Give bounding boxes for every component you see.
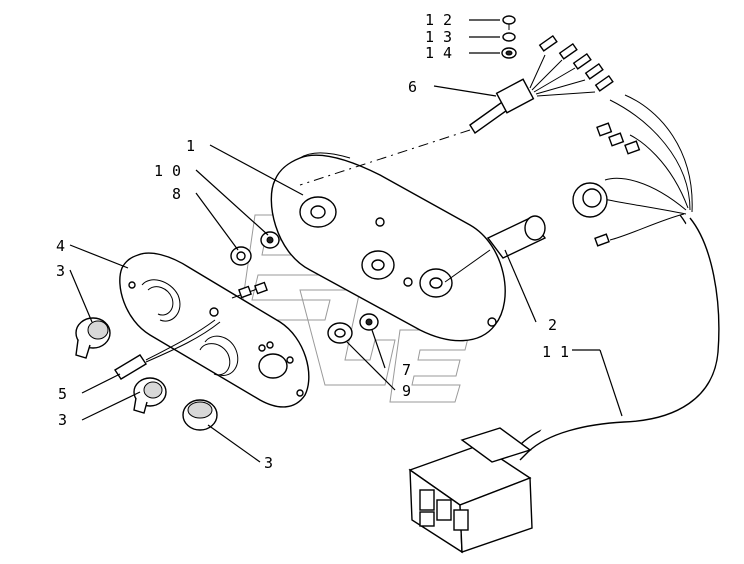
leader-lines	[69, 19, 623, 463]
washer-14	[501, 47, 517, 59]
callout-9: 9	[402, 382, 411, 400]
callout-5: 5	[58, 385, 67, 403]
lamp-socket-lower	[182, 399, 218, 431]
callout-12: 1 2	[425, 11, 452, 29]
callout-1: 1	[186, 137, 195, 155]
multi-pin-connector	[408, 427, 533, 554]
callout-6: 6	[408, 78, 417, 96]
callout-2: 2	[548, 316, 557, 334]
front-panel	[119, 252, 310, 408]
callout-3-middle: 3	[58, 411, 67, 429]
washer-8	[230, 246, 252, 266]
callout-8: 8	[172, 185, 181, 203]
callout-7: 7	[402, 361, 411, 379]
switch	[444, 215, 547, 283]
washer-9	[327, 322, 353, 344]
callout-3-lower: 3	[264, 454, 273, 472]
callout-13: 1 3	[425, 28, 452, 46]
lamp-with-wire	[114, 281, 268, 380]
callout-14: 1 4	[425, 44, 452, 62]
washer-10	[260, 231, 280, 249]
callout-3-upper: 3	[56, 262, 65, 280]
rear-panel	[270, 152, 506, 342]
callout-10: 1 0	[154, 162, 181, 180]
screw-12	[502, 15, 516, 30]
callout-4: 4	[56, 237, 65, 255]
callout-labels: 1 2 3 3 3 4 5 6 7 8 9 1 0 1 1 1 2 1 3 1 …	[56, 11, 569, 472]
sender-6	[299, 34, 614, 186]
lamp-socket-middle	[133, 377, 167, 414]
wiring-harness	[511, 94, 720, 461]
lamp-socket-upper	[75, 317, 111, 359]
callout-11: 1 1	[542, 343, 569, 361]
washer-13	[502, 32, 516, 42]
washer-7	[359, 313, 379, 331]
